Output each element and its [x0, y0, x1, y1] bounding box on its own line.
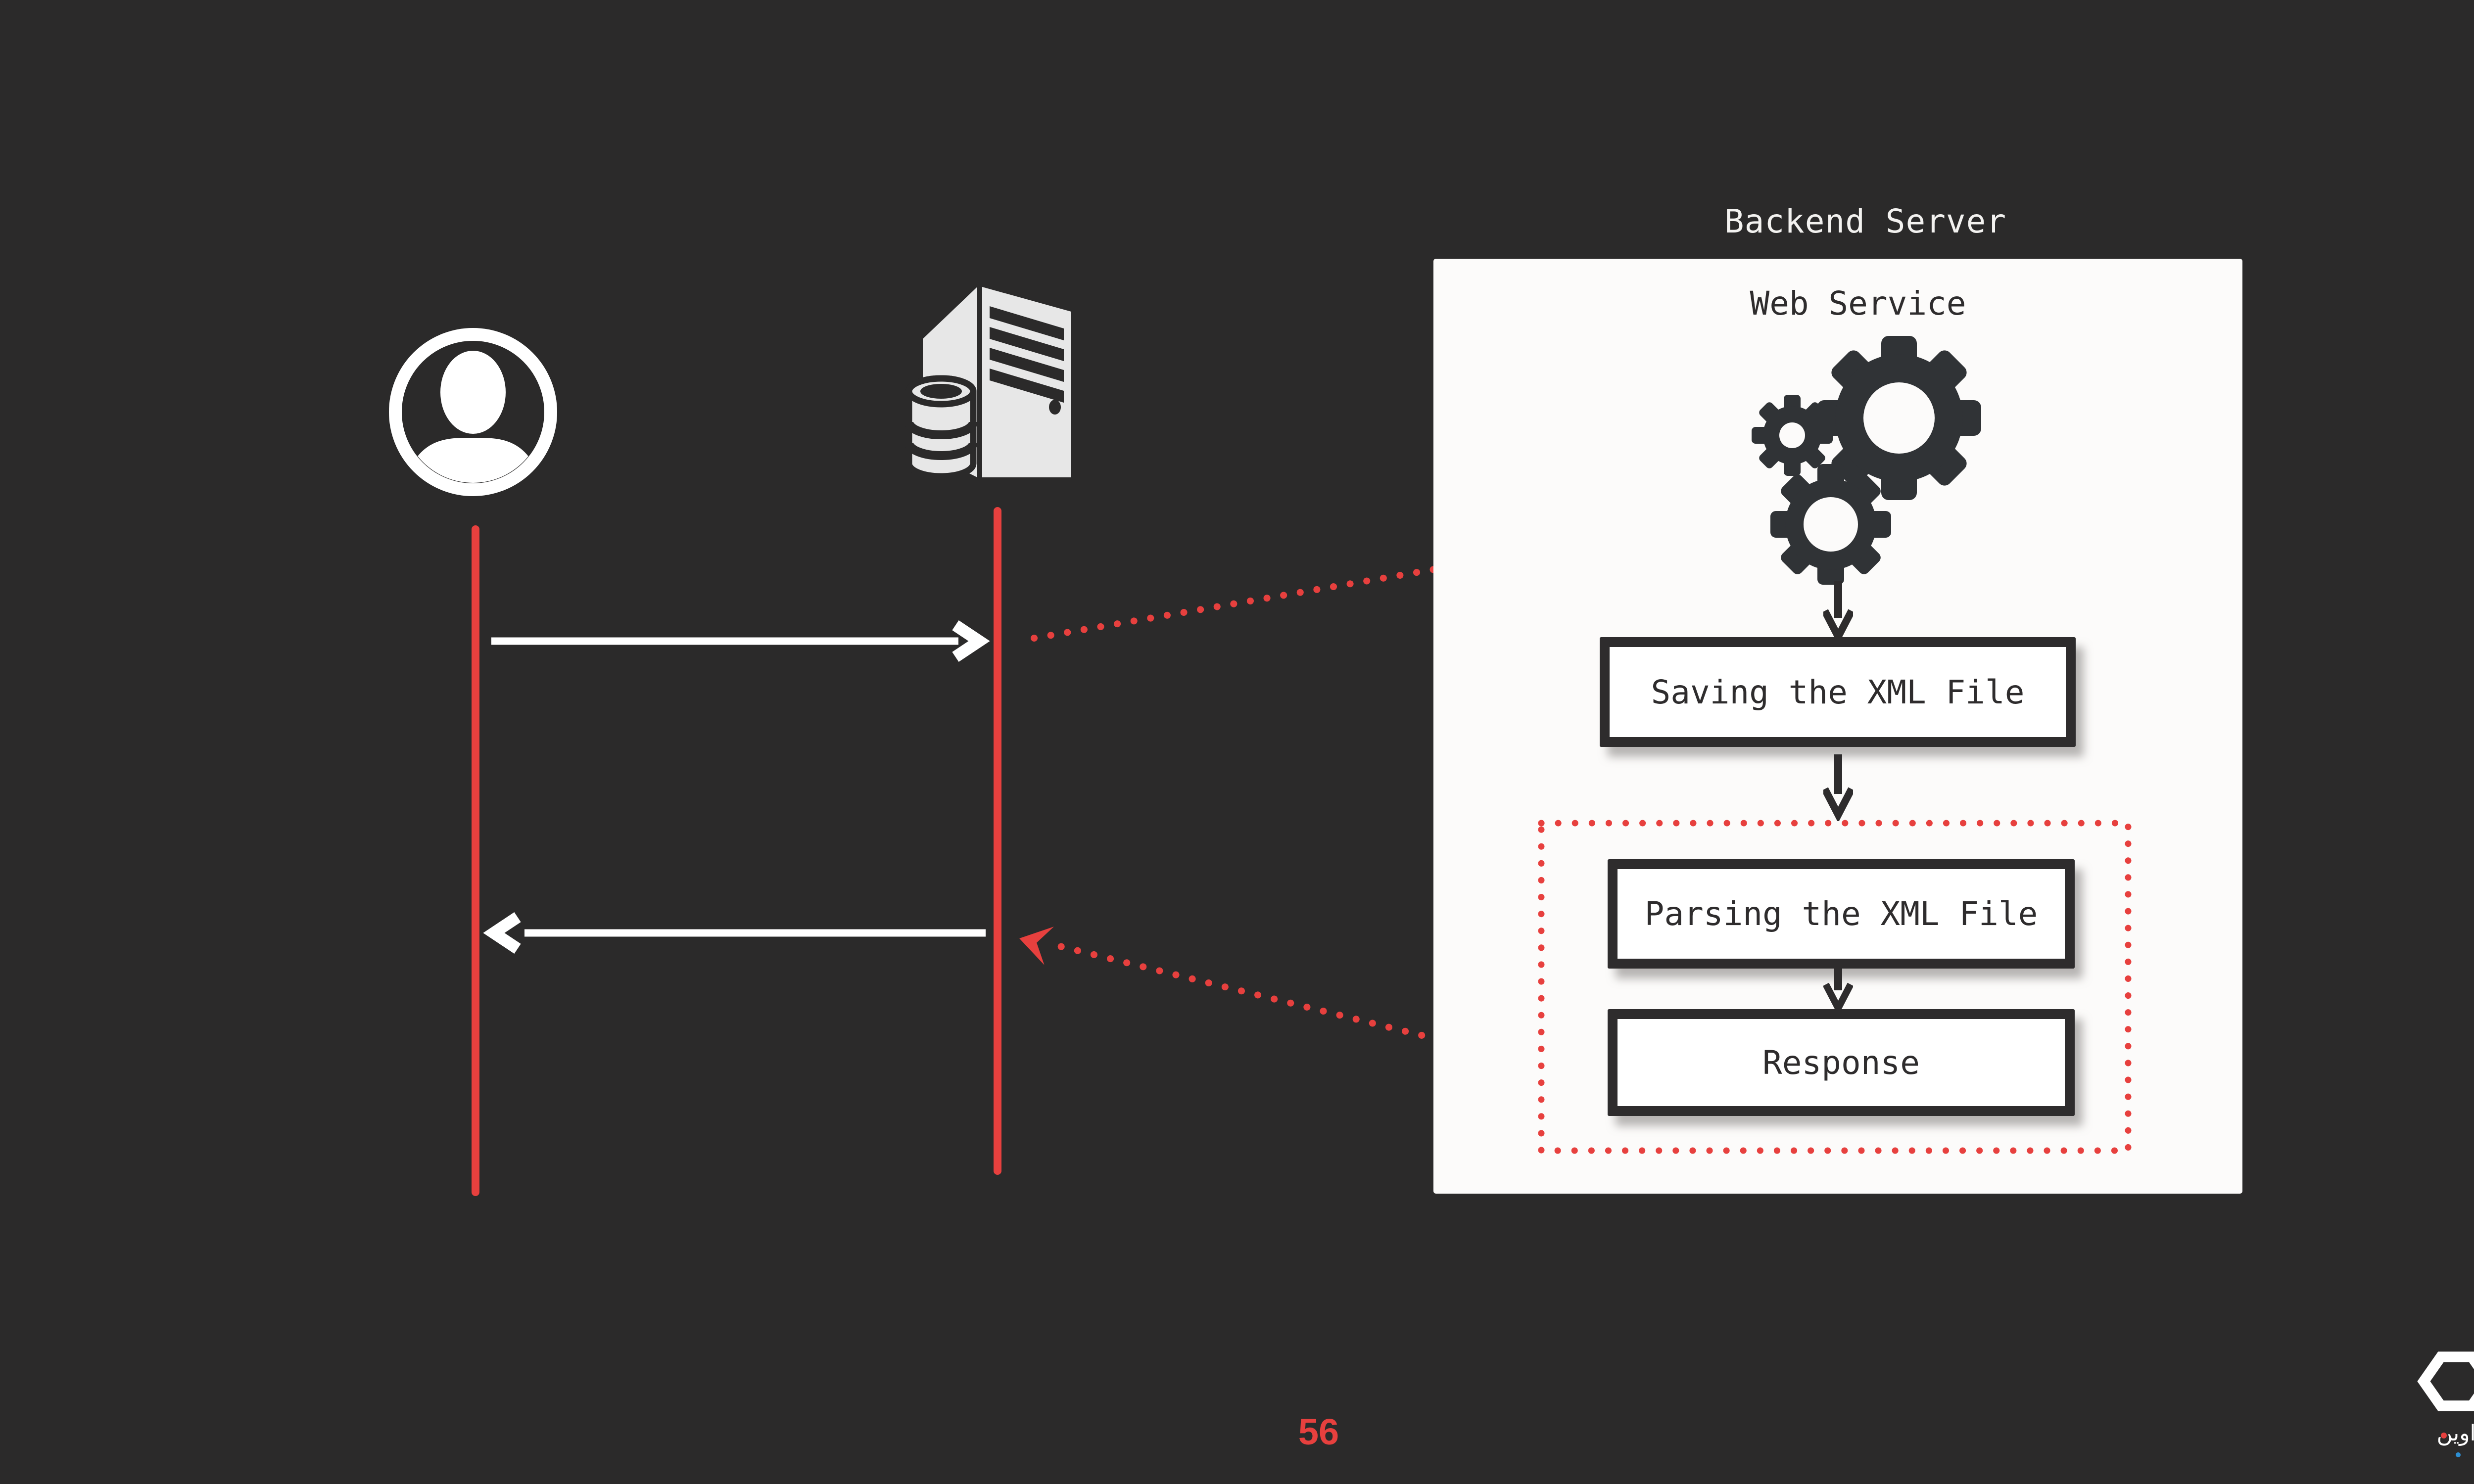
- page-number: 56: [1298, 1411, 1339, 1452]
- flow-arrow-down-1: [1823, 581, 1853, 645]
- step-parsing-xml: Parsing the XML File: [1608, 859, 2075, 969]
- gear-bottom: [1770, 464, 1891, 585]
- gear-large: [1817, 336, 1981, 500]
- backend-panel-title: Backend Server: [1724, 202, 2007, 240]
- brand-blue-dot: [2456, 1452, 2461, 1457]
- response-arrow: [483, 912, 986, 954]
- brand-red-dot: [2441, 1433, 2447, 1438]
- server-lifeline: [994, 507, 1001, 1175]
- step-saving-xml: Saving the XML File: [1600, 637, 2076, 747]
- infinity-logo-icon: [2417, 1351, 2474, 1411]
- ravin-academy-logo: آکادمی راوین: [2402, 1331, 2474, 1474]
- server-vents: [990, 306, 1064, 415]
- brand-text: آکادمی راوین: [2436, 1421, 2474, 1446]
- request-arrow: [491, 620, 990, 662]
- gear-small: [1752, 395, 1833, 476]
- user-avatar-icon: [389, 328, 557, 496]
- backend-panel: Web Service: [1433, 259, 2242, 1194]
- flow-arrow-down-3: [1823, 969, 1853, 1016]
- server-database-icon: [905, 287, 1071, 480]
- flow-arrow-down-2: [1823, 754, 1853, 821]
- step-response: Response: [1608, 1009, 2075, 1116]
- web-service-label: Web Service: [1750, 284, 1966, 323]
- user-lifeline: [472, 525, 479, 1196]
- database-cylinder: [905, 375, 978, 480]
- gears-icon: [1752, 336, 1981, 585]
